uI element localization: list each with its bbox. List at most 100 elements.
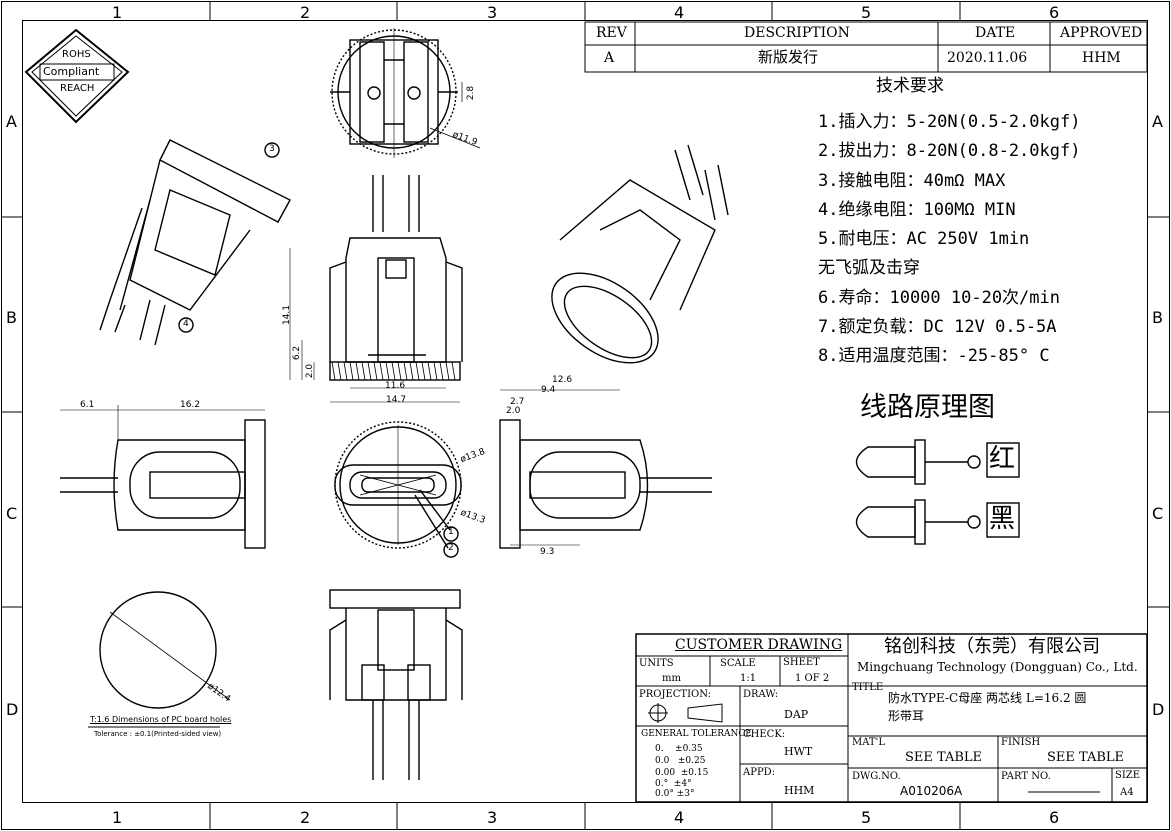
balloon-3: 3 (269, 144, 275, 154)
dwg-value: A010206A (900, 784, 963, 798)
appd-value: HHM (784, 784, 815, 797)
zone-col-3: 3 (487, 3, 498, 22)
sheet-value: 1 OF 2 (795, 673, 830, 684)
dim-right-e: 9.3 (540, 547, 555, 557)
tolerance-row: 0.0° ±3° (655, 789, 695, 799)
schematic-title: 线路原理图 (860, 392, 995, 423)
projection-label: PROJECTION: (639, 689, 711, 700)
partno-label: PART NO. (1001, 771, 1051, 782)
rev-header: REV (596, 25, 627, 41)
zone-col-2: 2 (300, 3, 311, 22)
pcb-note-tolerance: Tolerance : ±0.1(Printed-sided view) (94, 730, 222, 738)
tolerance-label: GENERAL TOLERANCE (641, 729, 752, 739)
check-label: CHECK: (743, 729, 786, 740)
revision-table-lines (584, 21, 1148, 73)
dim-left-b: 16.2 (180, 400, 201, 410)
dim-side-height: 14.1 (282, 304, 293, 326)
pcb-note-title: T:1.6 Dimensions of PC board holes (90, 715, 232, 724)
customer-drawing-label: CUSTOMER DRAWING (675, 637, 843, 653)
sheet-label: SHEET (783, 657, 820, 668)
socket-view (334, 421, 462, 558)
check-value: HWT (784, 745, 813, 758)
title-label: TITLE (852, 682, 884, 693)
front-view (330, 28, 481, 158)
zone-col-4: 4 (674, 3, 685, 22)
right-elevation (499, 389, 712, 549)
compliance-rohs: ROHS (62, 49, 91, 60)
requirement-item: 5.耐电压：AC 250V 1min (818, 229, 1030, 249)
zone-row-d-right: D (1152, 700, 1165, 719)
company-name-cn: 铭创科技（东莞）有限公司 (884, 636, 1100, 657)
title-block-lines (88, 633, 1148, 803)
title-value-line1: 防水TYPE-C母座 两芯线 L=16.2 圆 (888, 691, 1087, 705)
requirement-item: 7.额定负载：DC 12V 0.5-5A (818, 317, 1057, 337)
left-elevation (60, 405, 266, 549)
dim-side-w2: 14.7 (386, 395, 407, 405)
tolerance-row: 0. ±0.35 (655, 744, 703, 754)
left-isometric (99, 139, 291, 346)
balloon-4: 4 (183, 319, 189, 329)
units-label: UNITS (639, 658, 674, 669)
description-header: DESCRIPTION (744, 25, 850, 41)
appd-label: APPD: (743, 767, 776, 778)
compliance-reach: REACH (60, 83, 95, 94)
wire-black-label: 黑 (989, 504, 1016, 534)
requirements-title: 技术要求 (876, 76, 944, 96)
zone-row-b: B (6, 308, 17, 327)
company-name-en: Mingchuang Technology (Dongguan) Co., Lt… (857, 660, 1138, 674)
date-header: DATE (975, 25, 1016, 41)
zone-row-b-right: B (1152, 308, 1163, 327)
requirement-item: 1.插入力：5-20N(0.5-2.0kgf) (818, 112, 1081, 132)
dim-right-c: 2.7 (510, 397, 525, 407)
dim-side-h3: 2.0 (305, 363, 316, 379)
draw-label: DRAW: (743, 689, 779, 700)
requirement-item: 2.拔出力：8-20N(0.8-2.0kgf) (818, 141, 1081, 161)
approved-header: APPROVED (1060, 25, 1143, 41)
zone-row-a-right: A (1152, 112, 1163, 131)
dim-right-b: 9.4 (541, 385, 556, 395)
finish-value: SEE TABLE (1047, 750, 1125, 765)
wire-red-label: 红 (989, 444, 1016, 474)
balloon-1: 1 (448, 527, 454, 537)
tolerance-row: 0.° ±4° (655, 779, 692, 789)
zone-col-5-bottom: 5 (861, 808, 872, 827)
dwg-label: DWG.NO. (852, 771, 901, 782)
zone-row-d: D (6, 700, 19, 719)
requirement-item: 4.绝缘电阻：100MΩ MIN (818, 200, 1016, 220)
date-value: 2020.11.06 (947, 50, 1028, 66)
tolerance-row: 0.00 ±0.15 (655, 768, 709, 778)
compliance-diamond (24, 28, 130, 124)
zone-col-6-bottom: 6 (1049, 808, 1060, 827)
description-value: 新版发行 (758, 48, 819, 66)
zone-row-a: A (6, 112, 17, 131)
requirement-item: 8.适用温度范围：-25-85° C (818, 346, 1050, 366)
dim-left-a: 6.1 (80, 400, 95, 410)
compliance-compliant: Compliant (43, 65, 100, 78)
requirement-item: 无飞弧及击穿 (818, 258, 920, 278)
dim-right-d: 2.0 (506, 406, 521, 416)
circuit-schematic (855, 439, 1020, 545)
tolerance-row: 0.0 ±0.25 (655, 756, 706, 766)
units-value: mm (662, 673, 681, 684)
rev-value: A (604, 50, 615, 66)
zone-col-4-bottom: 4 (674, 808, 685, 827)
matl-label: MAT'L (852, 737, 885, 748)
zone-col-5: 5 (861, 3, 872, 22)
balloon-2: 2 (448, 543, 454, 553)
pcb-hole (99, 591, 231, 709)
size-value: A4 (1120, 787, 1134, 798)
scale-value: 1:1 (740, 673, 757, 684)
zone-row-c: C (6, 504, 18, 523)
title-value-line2: 形带耳 (888, 709, 925, 723)
zone-col-1-bottom: 1 (112, 808, 123, 827)
zone-col-6: 6 (1049, 3, 1060, 22)
side-view (289, 175, 463, 403)
right-isometric (551, 144, 729, 364)
zone-col-3-bottom: 3 (487, 808, 498, 827)
dim-side-h2: 6.2 (292, 345, 303, 361)
size-label: SIZE (1115, 770, 1141, 781)
requirement-item: 3.接触电阻：40mΩ MAX (818, 171, 1006, 191)
zone-col-2-bottom: 2 (300, 808, 311, 827)
finish-label: FINISH (1001, 737, 1041, 748)
